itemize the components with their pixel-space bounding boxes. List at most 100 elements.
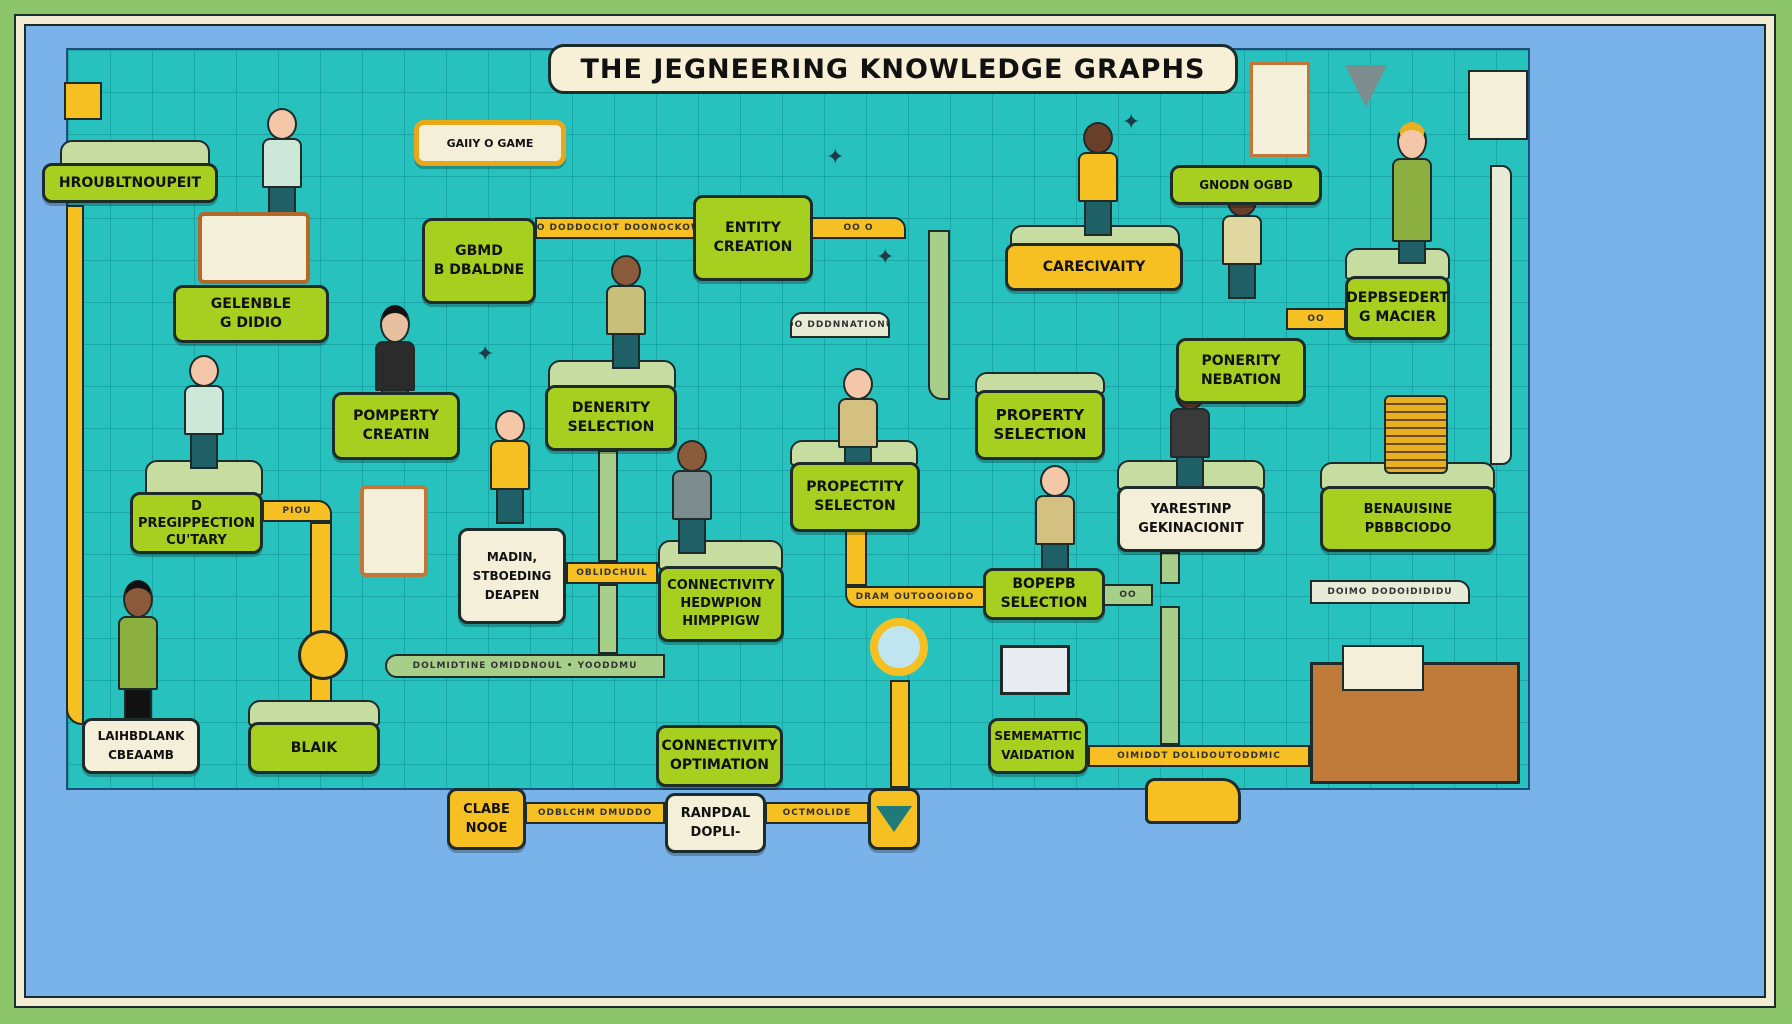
node-label: VAIDATION: [1001, 748, 1075, 762]
node-label: GEKINACIONIT: [1138, 521, 1244, 536]
person-figure: [1078, 122, 1118, 236]
node-label: PROPECTITY: [806, 479, 904, 495]
node-n6[interactable]: CARECIVAITY: [1005, 243, 1183, 291]
pipe-label: DRAM OUTOOOIODO: [845, 586, 985, 608]
node-label: HROUBLTNOUPEIT: [58, 174, 202, 191]
triangle-icon: [876, 806, 912, 832]
clipboard-icon: [1250, 62, 1310, 157]
node-label: GBMD: [455, 243, 503, 259]
pipe-label: OCTMOLIDE: [765, 802, 869, 824]
node-label: BLAIK: [290, 739, 338, 756]
node-label: NOOE: [465, 821, 508, 836]
callout-n3[interactable]: GAIIY O GAME: [414, 120, 566, 166]
truck-icon: [1145, 778, 1241, 824]
pipe-label: OO O: [811, 217, 906, 239]
coin-stack-icon: [1384, 395, 1448, 474]
node-label: BOPEPB: [1012, 576, 1076, 592]
pipe-label: OO DDDNNATIONU: [790, 312, 890, 338]
pipe-connector: [928, 230, 950, 400]
node-n21[interactable]: BLAIK: [248, 722, 380, 774]
node-label: PROPERTY: [995, 406, 1085, 424]
node-label: RANPDAL: [680, 806, 751, 821]
node-label: HIMPPIGW: [682, 614, 760, 629]
node-label: ENTITY: [725, 220, 781, 236]
sparkle-icon: ✦: [1122, 110, 1141, 135]
plinth: [145, 460, 263, 496]
node-label: SELECTION: [1000, 595, 1088, 611]
lightbulb-icon: [298, 630, 348, 680]
pipe-label: OIMIDDT DOLIDOUTODDMIC: [1088, 745, 1310, 767]
pipe-left-vertical: [66, 205, 84, 725]
node-label: GAIIY O GAME: [446, 136, 534, 150]
node-label: HEDWPION: [680, 596, 762, 611]
pipe-label: DOLMIDTINE OMIDDNOUL • YOODDMU: [385, 654, 665, 678]
node-label: STBOEDING: [472, 568, 552, 583]
pipe-label: OBLIDCHUIL: [566, 562, 658, 584]
node-n7[interactable]: GNODN OGBD: [1170, 165, 1322, 205]
pipe-label: PIOU: [262, 500, 332, 522]
ring-icon: [870, 618, 928, 676]
node-n19[interactable]: BOPEPB SELECTION: [983, 568, 1105, 620]
sparkle-icon: ✦: [826, 145, 845, 170]
pipe-label: DOIMO DODOIDIDIDU: [1310, 580, 1470, 604]
node-label: CREATION: [713, 239, 793, 255]
pipe-label: ODBLCHM DMUDDO: [525, 802, 665, 824]
node-label: CLABE: [463, 802, 510, 817]
node-label: CARECIVAITY: [1042, 258, 1146, 275]
pipe-connector: [598, 584, 618, 654]
person-figure: [1392, 122, 1432, 264]
pipe-connector: [1160, 552, 1180, 584]
pipe-connector: [598, 450, 618, 562]
clipboard-icon: [360, 485, 428, 577]
node-label: CU'TARY: [166, 532, 227, 548]
sparkle-icon: ✦: [476, 342, 495, 367]
node-label: PBBBCIODO: [1364, 521, 1452, 536]
node-label: B DBALDNE: [433, 262, 525, 278]
pipe-label: OO: [1103, 584, 1153, 606]
node-label: DOPLI-: [690, 825, 741, 840]
pipe-label: DO DODDOCIOT DOONOCKOW: [535, 217, 695, 239]
monitor-icon: [1000, 645, 1070, 695]
node-label: CONNECTIVITY: [667, 578, 775, 593]
diagram-title: THE JEGNEERING KNOWLEDGE GRAPHS: [548, 44, 1238, 94]
node-semantic-validation[interactable]: SEMEMATTIC VAIDATION: [988, 718, 1088, 774]
person-figure: [262, 108, 302, 222]
node-n2[interactable]: GELENBLE G DIDIO: [173, 285, 329, 343]
node-n18[interactable]: BENAUISINE PBBBCIODO: [1320, 486, 1496, 552]
monitor-icon: [198, 212, 310, 284]
node-n4[interactable]: GBMD B DBALDNE: [422, 218, 536, 304]
node-n25[interactable]: RANPDAL DOPLI-: [665, 793, 766, 853]
node-label: PONERITY: [1201, 353, 1281, 369]
node-label: BENAUISINE: [1363, 502, 1453, 517]
node-n16[interactable]: CONNECTIVITY HEDWPION HIMPPIGW: [658, 566, 784, 642]
pipe-connector: [845, 530, 867, 586]
node-n24[interactable]: CLABE NOOE: [447, 788, 526, 850]
pipe-connector: [310, 522, 332, 720]
node-label: DEPBSEDERT: [1346, 290, 1449, 306]
pipe-connector: [1160, 606, 1180, 745]
node-label: SELECTION: [993, 425, 1087, 443]
person-figure: [118, 580, 158, 724]
node-label: DENERITY: [571, 400, 651, 416]
node-label: G MACIER: [1359, 309, 1436, 325]
node-label: GELENBLE: [210, 296, 292, 312]
node-n1[interactable]: HROUBLTNOUPEIT: [42, 163, 218, 203]
person-figure: [184, 355, 224, 469]
node-label: DEAPEN: [484, 587, 540, 602]
node-label: SEMEMATTIC: [994, 729, 1082, 743]
node-triangle-terminal[interactable]: [868, 788, 920, 850]
node-entity-creation[interactable]: ENTITY CREATION: [693, 195, 813, 281]
person-figure: [606, 255, 646, 369]
node-label: G DIDIO: [220, 315, 282, 331]
node-n8[interactable]: DEPBSEDERT G MACIER: [1345, 276, 1450, 340]
